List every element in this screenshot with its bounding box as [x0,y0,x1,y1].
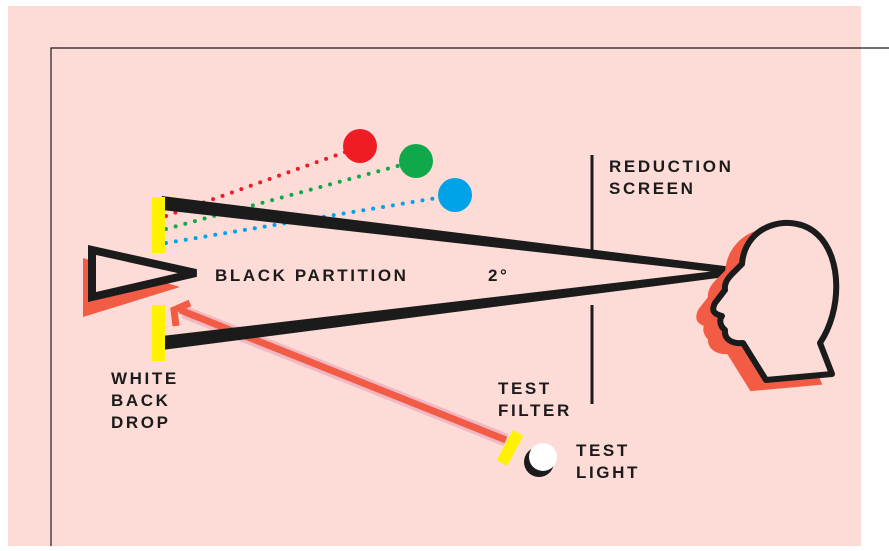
arrow-head [170,299,192,327]
red-dot [343,129,377,163]
blue-ray [164,193,457,245]
test-filter [496,430,524,466]
bottom-sight-line [162,268,741,350]
blue-dot [438,178,472,212]
black-partition [88,245,197,303]
green-dot [399,144,433,178]
test-light [529,443,557,471]
observer-head [710,219,840,383]
visual-angle-label: 2° [488,266,510,285]
backdrop-bar-upper [152,197,165,253]
top-sight-line [162,196,741,275]
green-ray [164,159,418,231]
black-partition-label: BLACK PARTITION [215,266,409,285]
backdrop-bar-lower [152,305,165,361]
frame-border [50,47,889,546]
